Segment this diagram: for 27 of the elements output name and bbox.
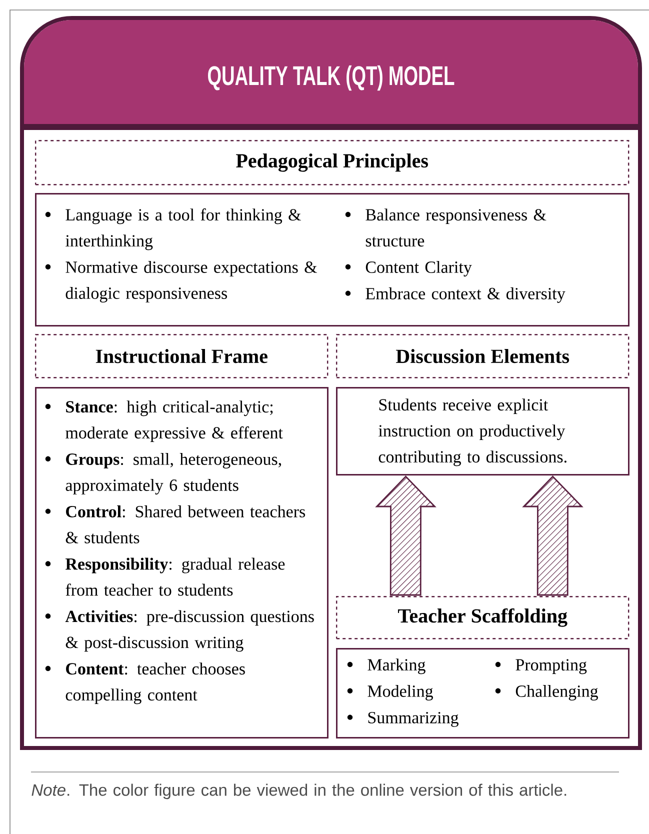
bullet-item: Summarizing: [368, 712, 458, 727]
bullet-item: Normative discourse expectations & dialogic responsiveness: [66, 261, 317, 302]
bullet-item: Responsibility: gradual release from teacher to students: [66, 558, 285, 596]
content-box: [336, 387, 630, 476]
bullet-item: Language is a tool for thinking & interthinking: [66, 208, 301, 250]
bullet-item: Control: Shared between teachers & students: [66, 505, 306, 544]
content-box: [336, 648, 630, 738]
bullet-item: Groups: small, heterogeneous, approximately 6 students: [66, 453, 282, 494]
caption-text: Note. The color figure can be viewed in the online version of this article.: [32, 784, 566, 800]
bullet-item: Modeling: [368, 685, 433, 700]
bullet-item: Embrace context & diversity: [366, 287, 566, 303]
body-text: Students receive explicit instruction on productively contributing to discussions.: [378, 398, 566, 466]
bullet-item: Activities: pre-discussion questions & post-discussion writing: [65, 610, 314, 652]
bullet-item: Prompting: [516, 659, 587, 674]
bullet-item: Marking: [368, 658, 426, 674]
bullet-item: Challenging: [516, 685, 598, 700]
heading-box: Discussion Elements: [336, 334, 630, 378]
bullet-item: Content: teacher chooses compelling content: [66, 662, 245, 704]
content-box: [35, 387, 328, 738]
bullet-item: Content Clarity: [366, 261, 472, 276]
bullet-item: Stance: high critical-analytic; moderate expressive & efferent: [66, 400, 283, 442]
heading-box: Instructional Frame: [35, 334, 328, 378]
heading-box: Pedagogical Principles: [35, 140, 630, 186]
bullet-item: Balance responsiveness & structure: [366, 208, 546, 247]
title-banner: QUALITY TALK (QT) MODEL: [22, 20, 640, 130]
heading-box: Teacher Scaffolding: [336, 596, 630, 640]
content-box: [35, 193, 630, 326]
